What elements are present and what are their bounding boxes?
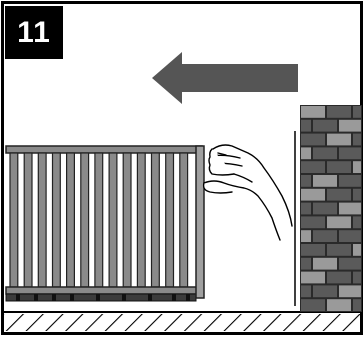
brick — [313, 147, 337, 160]
brick — [327, 106, 351, 118]
radiator-foot — [186, 294, 190, 301]
radiator-foot — [172, 294, 176, 301]
brick — [313, 175, 337, 187]
brick — [327, 299, 351, 311]
brick — [301, 257, 311, 270]
radiator — [5, 145, 205, 302]
radiator-fins — [9, 152, 189, 288]
brick — [327, 271, 351, 284]
radiator-fin — [94, 152, 104, 288]
radiator-fin — [150, 152, 160, 288]
radiator-foot — [16, 294, 20, 301]
radiator-fin — [80, 152, 90, 288]
radiator-fin — [37, 152, 47, 288]
wall-bricks — [301, 106, 361, 311]
brick — [313, 202, 337, 215]
brick — [301, 230, 311, 242]
radiator-feet — [16, 294, 190, 301]
brick — [301, 119, 311, 132]
radiator-foot — [96, 294, 100, 301]
radiator-fin — [23, 152, 33, 288]
radiator-fin — [9, 152, 19, 288]
direction-arrow — [152, 52, 298, 104]
brick — [327, 161, 351, 173]
brick — [301, 202, 311, 215]
radiator-bottom-rail — [5, 286, 203, 295]
radiator-fin — [136, 152, 146, 288]
brick — [327, 244, 351, 256]
brick — [301, 188, 325, 201]
brick — [353, 161, 361, 173]
brick — [353, 188, 361, 201]
brick — [327, 133, 351, 146]
radiator-fin — [165, 152, 175, 288]
brick — [353, 271, 361, 284]
hand-illustration — [202, 144, 293, 241]
step-number-badge: 11 — [5, 6, 63, 59]
brick — [339, 202, 361, 215]
floor-hatch — [4, 314, 360, 331]
radiator-foot — [70, 294, 74, 301]
brick — [301, 147, 311, 160]
radiator-foot — [122, 294, 126, 301]
brick — [301, 216, 325, 229]
brick — [327, 188, 351, 201]
radiator-fin — [179, 152, 189, 288]
brick — [339, 175, 361, 187]
brick — [339, 257, 361, 270]
brick — [301, 271, 325, 284]
brick — [313, 257, 337, 270]
radiator-fin — [122, 152, 132, 288]
radiator-foot — [34, 294, 38, 301]
brick — [353, 133, 361, 146]
radiator-side-panel — [195, 145, 205, 299]
brick — [301, 285, 311, 298]
brick — [353, 244, 361, 256]
brick — [301, 106, 325, 118]
brick — [301, 244, 325, 256]
radiator-foot — [148, 294, 152, 301]
brick — [301, 133, 325, 146]
brick — [339, 230, 361, 242]
brick-wall — [294, 105, 362, 312]
brick — [327, 216, 351, 229]
radiator-fin — [51, 152, 61, 288]
radiator-foot — [52, 294, 56, 301]
brick — [313, 230, 337, 242]
brick — [301, 161, 325, 173]
brick — [301, 175, 311, 187]
brick — [353, 299, 361, 311]
brick — [339, 285, 361, 298]
brick — [353, 216, 361, 229]
brick — [339, 119, 361, 132]
brick — [301, 299, 325, 311]
radiator-top-rail — [5, 145, 203, 154]
brick — [313, 285, 337, 298]
brick — [339, 147, 361, 160]
brick — [313, 119, 337, 132]
brick — [353, 106, 361, 118]
radiator-fin — [108, 152, 118, 288]
radiator-fin — [65, 152, 75, 288]
